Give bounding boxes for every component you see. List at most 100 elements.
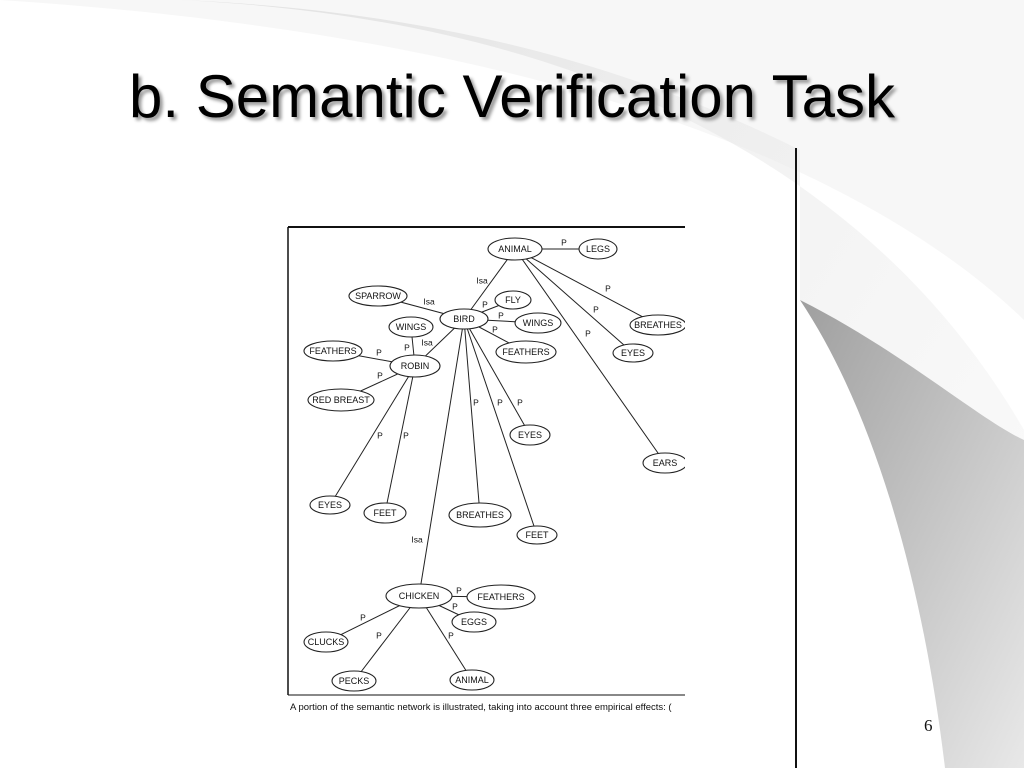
node-label-feet2: FEET — [525, 530, 549, 540]
node-ellipse-feet2 — [516, 525, 558, 545]
figure-caption: A portion of the semantic network is ill… — [290, 702, 672, 713]
edge-robin-eyes2 — [329, 365, 416, 506]
edge-label-animal-eyes1: P — [593, 304, 599, 314]
node-label-animal: ANIMAL — [498, 244, 532, 254]
edge-animal-ears — [514, 248, 666, 464]
node-breathes1: BREATHES — [629, 314, 685, 336]
node-label-pecks: PECKS — [339, 676, 370, 686]
edge-label-bird-fly: P — [482, 299, 488, 309]
edge-label-animal-bird: Isa — [476, 275, 488, 285]
node-label-sparrow: SPARROW — [355, 291, 401, 301]
node-ellipse-bird — [439, 308, 489, 330]
node-ellipse-clucks — [303, 631, 349, 653]
node-feathers1: FEATHERS — [495, 340, 557, 364]
node-ellipse-feathers3 — [466, 584, 536, 610]
edge-label-bird-wings2: P — [498, 310, 504, 320]
edge-label-robin-wings1: P — [404, 342, 410, 352]
edge-label-sparrow-bird: Isa — [423, 296, 435, 306]
node-ellipse-robin — [389, 354, 441, 378]
node-ellipse-ears — [642, 452, 685, 474]
node-label-bird: BIRD — [453, 314, 475, 324]
node-label-eyes3: EYES — [518, 430, 542, 440]
edge-label-chicken-eggs: P — [452, 601, 458, 611]
edge-bird-breathes2 — [463, 318, 481, 516]
node-ellipse-feet1 — [363, 502, 407, 524]
node-robin: ROBIN — [389, 354, 441, 378]
edge-label-robin-feathers2: P — [376, 347, 382, 357]
node-ellipse-fly — [494, 290, 532, 310]
node-ellipse-feathers1 — [495, 340, 557, 364]
node-feathers3: FEATHERS — [466, 584, 536, 610]
edge-label-chicken-clucks: P — [360, 612, 366, 622]
node-animal2: ANIMAL — [449, 669, 495, 691]
node-eyes1: EYES — [612, 343, 654, 363]
node-wings2: WINGS — [514, 312, 562, 334]
node-ellipse-eyes1 — [612, 343, 654, 363]
edge-bird-eyes3 — [463, 318, 531, 436]
edge-robin-feet1 — [384, 365, 416, 514]
node-bird: BIRD — [439, 308, 489, 330]
edge-animal-eyes1 — [514, 248, 634, 354]
node-ears: EARS — [642, 452, 685, 474]
node-clucks: CLUCKS — [303, 631, 349, 653]
edge-label-robin-redbreast: P — [377, 370, 383, 380]
edge-label-animal-breathes1: P — [605, 283, 611, 293]
node-redbreast: RED BREAST — [307, 388, 375, 412]
node-ellipse-sparrow — [348, 285, 408, 307]
node-label-robin: ROBIN — [401, 361, 430, 371]
node-ellipse-feathers2 — [303, 340, 363, 362]
node-legs: LEGS — [578, 238, 618, 260]
node-animal: ANIMAL — [487, 237, 543, 261]
edge-chicken-pecks — [353, 595, 420, 682]
node-ellipse-breathes2 — [448, 502, 512, 528]
edge-animal-bird — [463, 248, 516, 320]
node-label-animal2: ANIMAL — [455, 675, 489, 685]
page-number: 6 — [924, 716, 933, 735]
node-eggs: EGGS — [451, 611, 497, 633]
node-label-eggs: EGGS — [461, 617, 487, 627]
edge-bird-chicken — [418, 318, 465, 597]
edge-animal-breathes1 — [514, 248, 659, 326]
node-label-chicken: CHICKEN — [399, 591, 440, 601]
edge-label-bird-robin: Isa — [421, 337, 433, 347]
node-label-fly: FLY — [505, 295, 521, 305]
node-ellipse-wings1 — [388, 316, 434, 338]
edge-bird-feet2 — [463, 318, 538, 536]
node-label-breathes1: BREATHES — [634, 320, 682, 330]
node-label-wings1: WINGS — [396, 322, 427, 332]
node-label-legs: LEGS — [586, 244, 610, 254]
node-ellipse-chicken — [385, 583, 453, 609]
node-label-eyes2: EYES — [318, 500, 342, 510]
node-label-feathers3: FEATHERS — [477, 592, 524, 602]
node-label-redbreast: RED BREAST — [312, 395, 370, 405]
slide-title: b. Semantic Verification Task — [129, 63, 895, 130]
node-eyes2: EYES — [309, 495, 351, 515]
edges-layer — [325, 248, 666, 682]
node-chicken: CHICKEN — [385, 583, 453, 609]
edge-label-robin-feet1: P — [403, 430, 409, 440]
node-ellipse-animal — [487, 237, 543, 261]
node-ellipse-wings2 — [514, 312, 562, 334]
edge-label-bird-feathers1: P — [492, 324, 498, 334]
node-ellipse-eyes2 — [309, 495, 351, 515]
node-sparrow: SPARROW — [348, 285, 408, 307]
node-label-feathers1: FEATHERS — [502, 347, 549, 357]
edge-label-chicken-feathers3: P — [456, 585, 462, 595]
node-label-eyes1: EYES — [621, 348, 645, 358]
node-label-breathes2: BREATHES — [456, 510, 504, 520]
edge-label-chicken-pecks: P — [376, 630, 382, 640]
node-ellipse-breathes1 — [629, 314, 685, 336]
node-label-ears: EARS — [653, 458, 678, 468]
edge-chicken-animal2 — [418, 595, 473, 681]
node-label-wings2: WINGS — [523, 318, 554, 328]
edge-label-bird-chicken: Isa — [411, 534, 423, 544]
node-feathers2: FEATHERS — [303, 340, 363, 362]
node-breathes2: BREATHES — [448, 502, 512, 528]
node-wings1: WINGS — [388, 316, 434, 338]
node-label-feathers2: FEATHERS — [309, 346, 356, 356]
nodes-layer: ANIMAL LEGS SPARROW FLY BIRD WINGS WINGS BREATH… — [303, 237, 685, 692]
edge-label-animal-legs: P — [561, 237, 567, 247]
